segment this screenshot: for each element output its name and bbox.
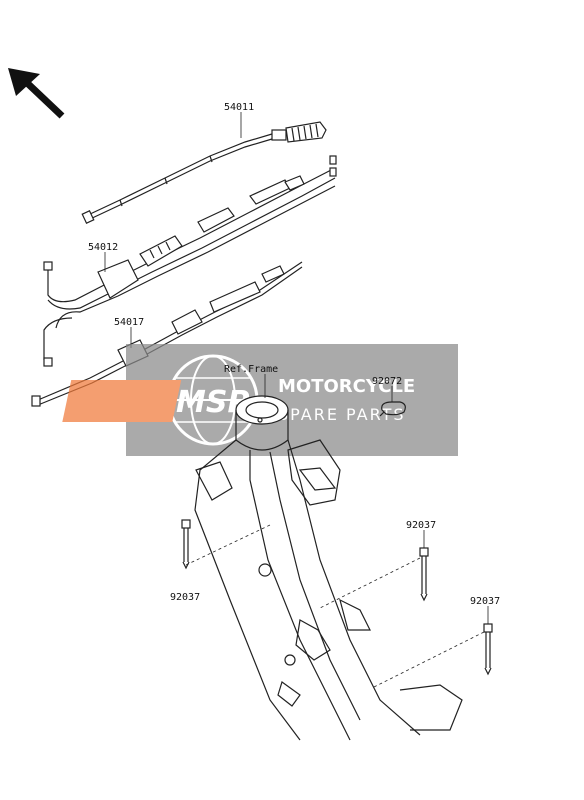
watermark: MSP MOTORCYCLE SPARE PARTS bbox=[62, 344, 458, 456]
tie-92037-left[interactable] bbox=[181, 519, 191, 570]
label-92037-right[interactable]: 92037 bbox=[470, 596, 500, 607]
label-ref-frame[interactable]: Ref.Frame bbox=[224, 364, 278, 375]
leader-92037-mid bbox=[319, 557, 421, 609]
watermark-logo-badge bbox=[62, 380, 182, 422]
tie-92037-mid[interactable] bbox=[419, 547, 429, 602]
label-54012[interactable]: 54012 bbox=[88, 242, 118, 253]
watermark-subtitle: SPARE PARTS bbox=[278, 405, 406, 424]
watermark-title: MOTORCYCLE bbox=[278, 376, 415, 397]
leader-92037-left bbox=[185, 524, 271, 566]
direction-arrow-icon bbox=[8, 68, 65, 119]
label-92037-left[interactable]: 92037 bbox=[170, 592, 200, 603]
label-54017[interactable]: 54017 bbox=[114, 317, 144, 328]
cable-54012[interactable] bbox=[43, 155, 337, 367]
label-54011[interactable]: 54011 bbox=[224, 102, 254, 113]
band-92072[interactable] bbox=[379, 401, 406, 417]
label-92072[interactable]: 92072 bbox=[372, 376, 402, 387]
label-92037-mid[interactable]: 92037 bbox=[406, 520, 436, 531]
tie-92037-right[interactable] bbox=[483, 623, 493, 676]
cable-54011[interactable] bbox=[81, 121, 327, 225]
leader-92037-right bbox=[371, 631, 485, 689]
frame-drawing bbox=[194, 395, 463, 741]
